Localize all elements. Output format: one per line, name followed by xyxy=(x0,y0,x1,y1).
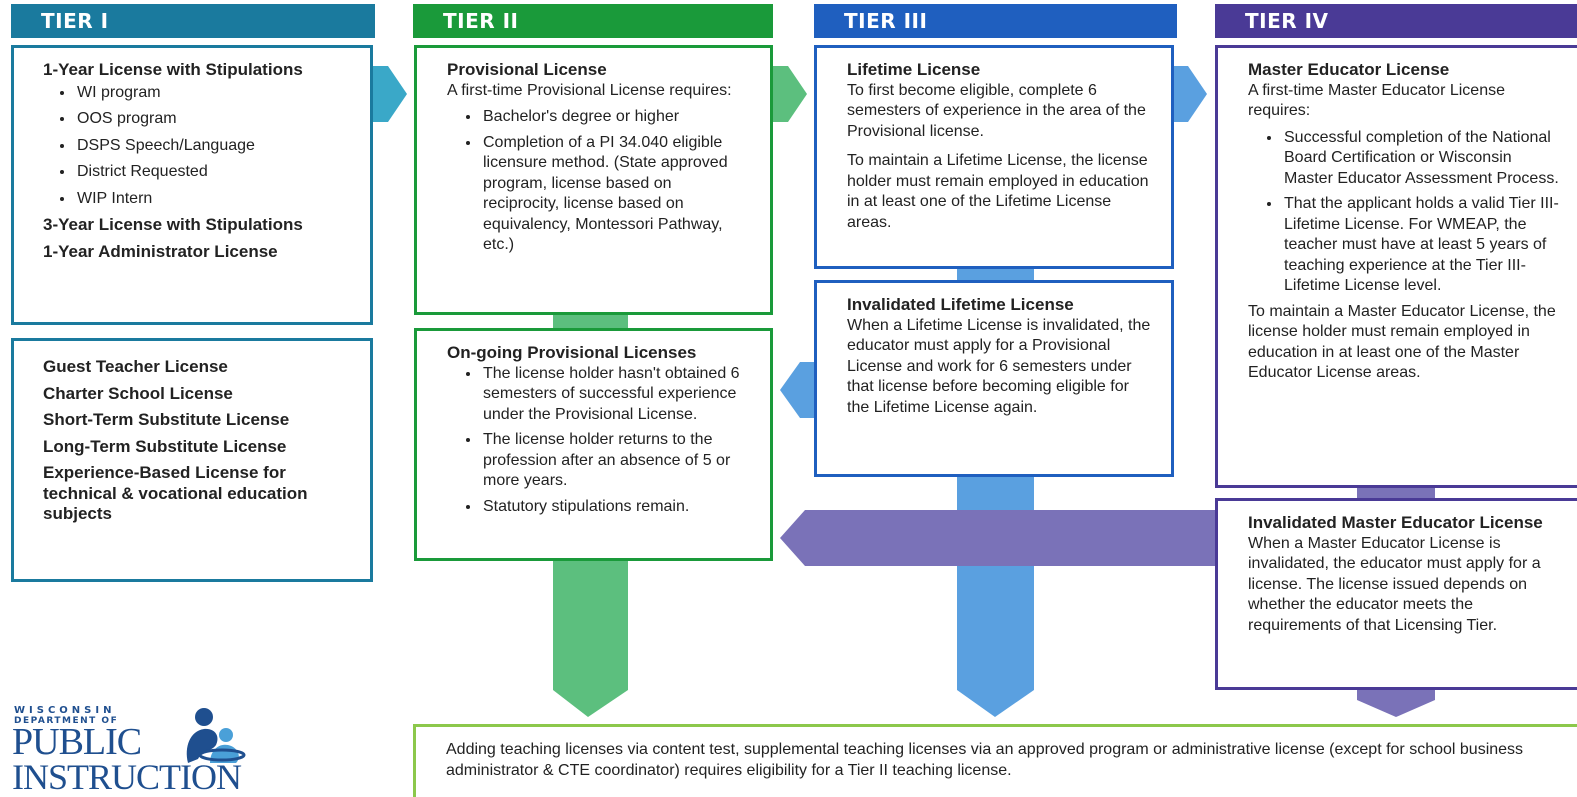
tier3-box2-title: Invalidated Lifetime License xyxy=(847,295,1074,314)
logo-line1: WISCONSIN xyxy=(14,705,116,716)
tier4-box2-title: Invalidated Master Educator License xyxy=(1248,513,1543,532)
tier4-box1-intro: A first-time Master Educator License req… xyxy=(1248,81,1505,120)
tier3-box-invalidated: Invalidated Lifetime License When a Life… xyxy=(814,280,1174,477)
tier2-box1-list: Bachelor's degree or higher Completion o… xyxy=(447,107,752,256)
tier1-box2-line: Charter School License xyxy=(43,383,233,403)
tier1-box2-line: Long-Term Substitute License xyxy=(43,436,287,456)
dpi-logo: WISCONSIN DEPARTMENT OF PUBLIC INSTRUCTI… xyxy=(10,705,270,797)
tier4-box-invalidated: Invalidated Master Educator License When… xyxy=(1215,498,1577,690)
tier4-header: TIER IV xyxy=(1215,4,1577,38)
tier3-box1-para1: To first become eligible, complete 6 sem… xyxy=(847,81,1146,140)
tier4-box1-title: Master Educator License xyxy=(1248,60,1450,79)
tier3-to-tier2-left-arrow xyxy=(780,362,815,418)
tier2-box-ongoing: On-going Provisional Licenses The licens… xyxy=(414,328,773,561)
tier1-header: TIER I xyxy=(11,4,375,38)
tier4-box-master: Master Educator License A first-time Mas… xyxy=(1215,45,1577,488)
tier4-box1-list: Successful completion of the National Bo… xyxy=(1248,128,1559,297)
tier1-box2-line: Short-Term Substitute License xyxy=(43,410,290,429)
tier1-box1-line2: 3-Year License with Stipulations xyxy=(43,215,303,234)
list-item: Completion of a PI 34.040 eligible licen… xyxy=(481,133,752,256)
tier2-box1-intro: A first-time Provisional License require… xyxy=(447,81,732,99)
list-item: That the applicant holds a valid Tier II… xyxy=(1282,194,1559,297)
tier1-box-stipulations: 1-Year License with Stipulations WI prog… xyxy=(11,45,373,325)
bottom-note-box: Adding teaching licenses via content tes… xyxy=(413,724,1577,797)
tier3-to-tier4-arrow xyxy=(1172,66,1207,122)
logo-line4: INSTRUCTION xyxy=(12,757,242,797)
list-item: OOS program xyxy=(75,109,352,130)
logo-line3: PUBLIC xyxy=(12,721,142,763)
tier2-header: TIER II xyxy=(413,4,773,38)
tier1-box1-line3: 1-Year Administrator License xyxy=(43,241,278,261)
tier4-down-arrow xyxy=(1357,685,1435,717)
tier3-header: TIER III xyxy=(814,4,1177,38)
list-item: Successful completion of the National Bo… xyxy=(1282,128,1559,190)
list-item: Statutory stipulations remain. xyxy=(481,497,752,518)
tier1-box2-line: Guest Teacher License xyxy=(43,357,228,376)
list-item: Bachelor's degree or higher xyxy=(481,107,752,128)
tier2-box1-title: Provisional License xyxy=(447,60,607,79)
tier2-box-provisional: Provisional License A first-time Provisi… xyxy=(414,45,773,315)
tier1-box2-line: Experience-Based License for technical &… xyxy=(43,463,308,523)
tier1-box1-list: WI program OOS program DSPS Speech/Langu… xyxy=(43,83,352,210)
tier3-box1-title: Lifetime License xyxy=(847,60,981,79)
bottom-note-text: Adding teaching licenses via content tes… xyxy=(446,741,1524,779)
tier1-box1-title: 1-Year License with Stipulations xyxy=(43,60,303,79)
list-item: The license holder hasn't obtained 6 sem… xyxy=(481,364,752,426)
tier4-box1-para2: To maintain a Master Educator License, t… xyxy=(1248,302,1556,382)
parent-child-icon xyxy=(186,708,246,763)
tier4-to-tier2-left-arrow xyxy=(780,510,1222,566)
tier2-to-tier3-arrow xyxy=(772,66,807,122)
tier2-box2-list: The license holder hasn't obtained 6 sem… xyxy=(447,364,752,518)
tier3-box1-para2: To maintain a Lifetime License, the lice… xyxy=(847,152,1149,231)
list-item: WI program xyxy=(75,83,352,104)
tier2-box2-title: On-going Provisional Licenses xyxy=(447,343,697,362)
list-item: The license holder returns to the profes… xyxy=(481,430,752,492)
tier4-box2-para1: When a Master Educator License is invali… xyxy=(1248,534,1541,634)
list-item: District Requested xyxy=(75,162,352,183)
tier3-box-lifetime: Lifetime License To first become eligibl… xyxy=(814,45,1174,269)
list-item: DSPS Speech/Language xyxy=(75,136,352,157)
list-item: WIP Intern xyxy=(75,189,352,210)
tier1-box-other-licenses: Guest Teacher License Charter School Lic… xyxy=(11,338,373,582)
tier1-to-tier2-arrow xyxy=(372,66,407,122)
tier3-box2-para1: When a Lifetime License is invalidated, … xyxy=(847,316,1151,416)
logo-line2: DEPARTMENT OF xyxy=(14,716,119,726)
